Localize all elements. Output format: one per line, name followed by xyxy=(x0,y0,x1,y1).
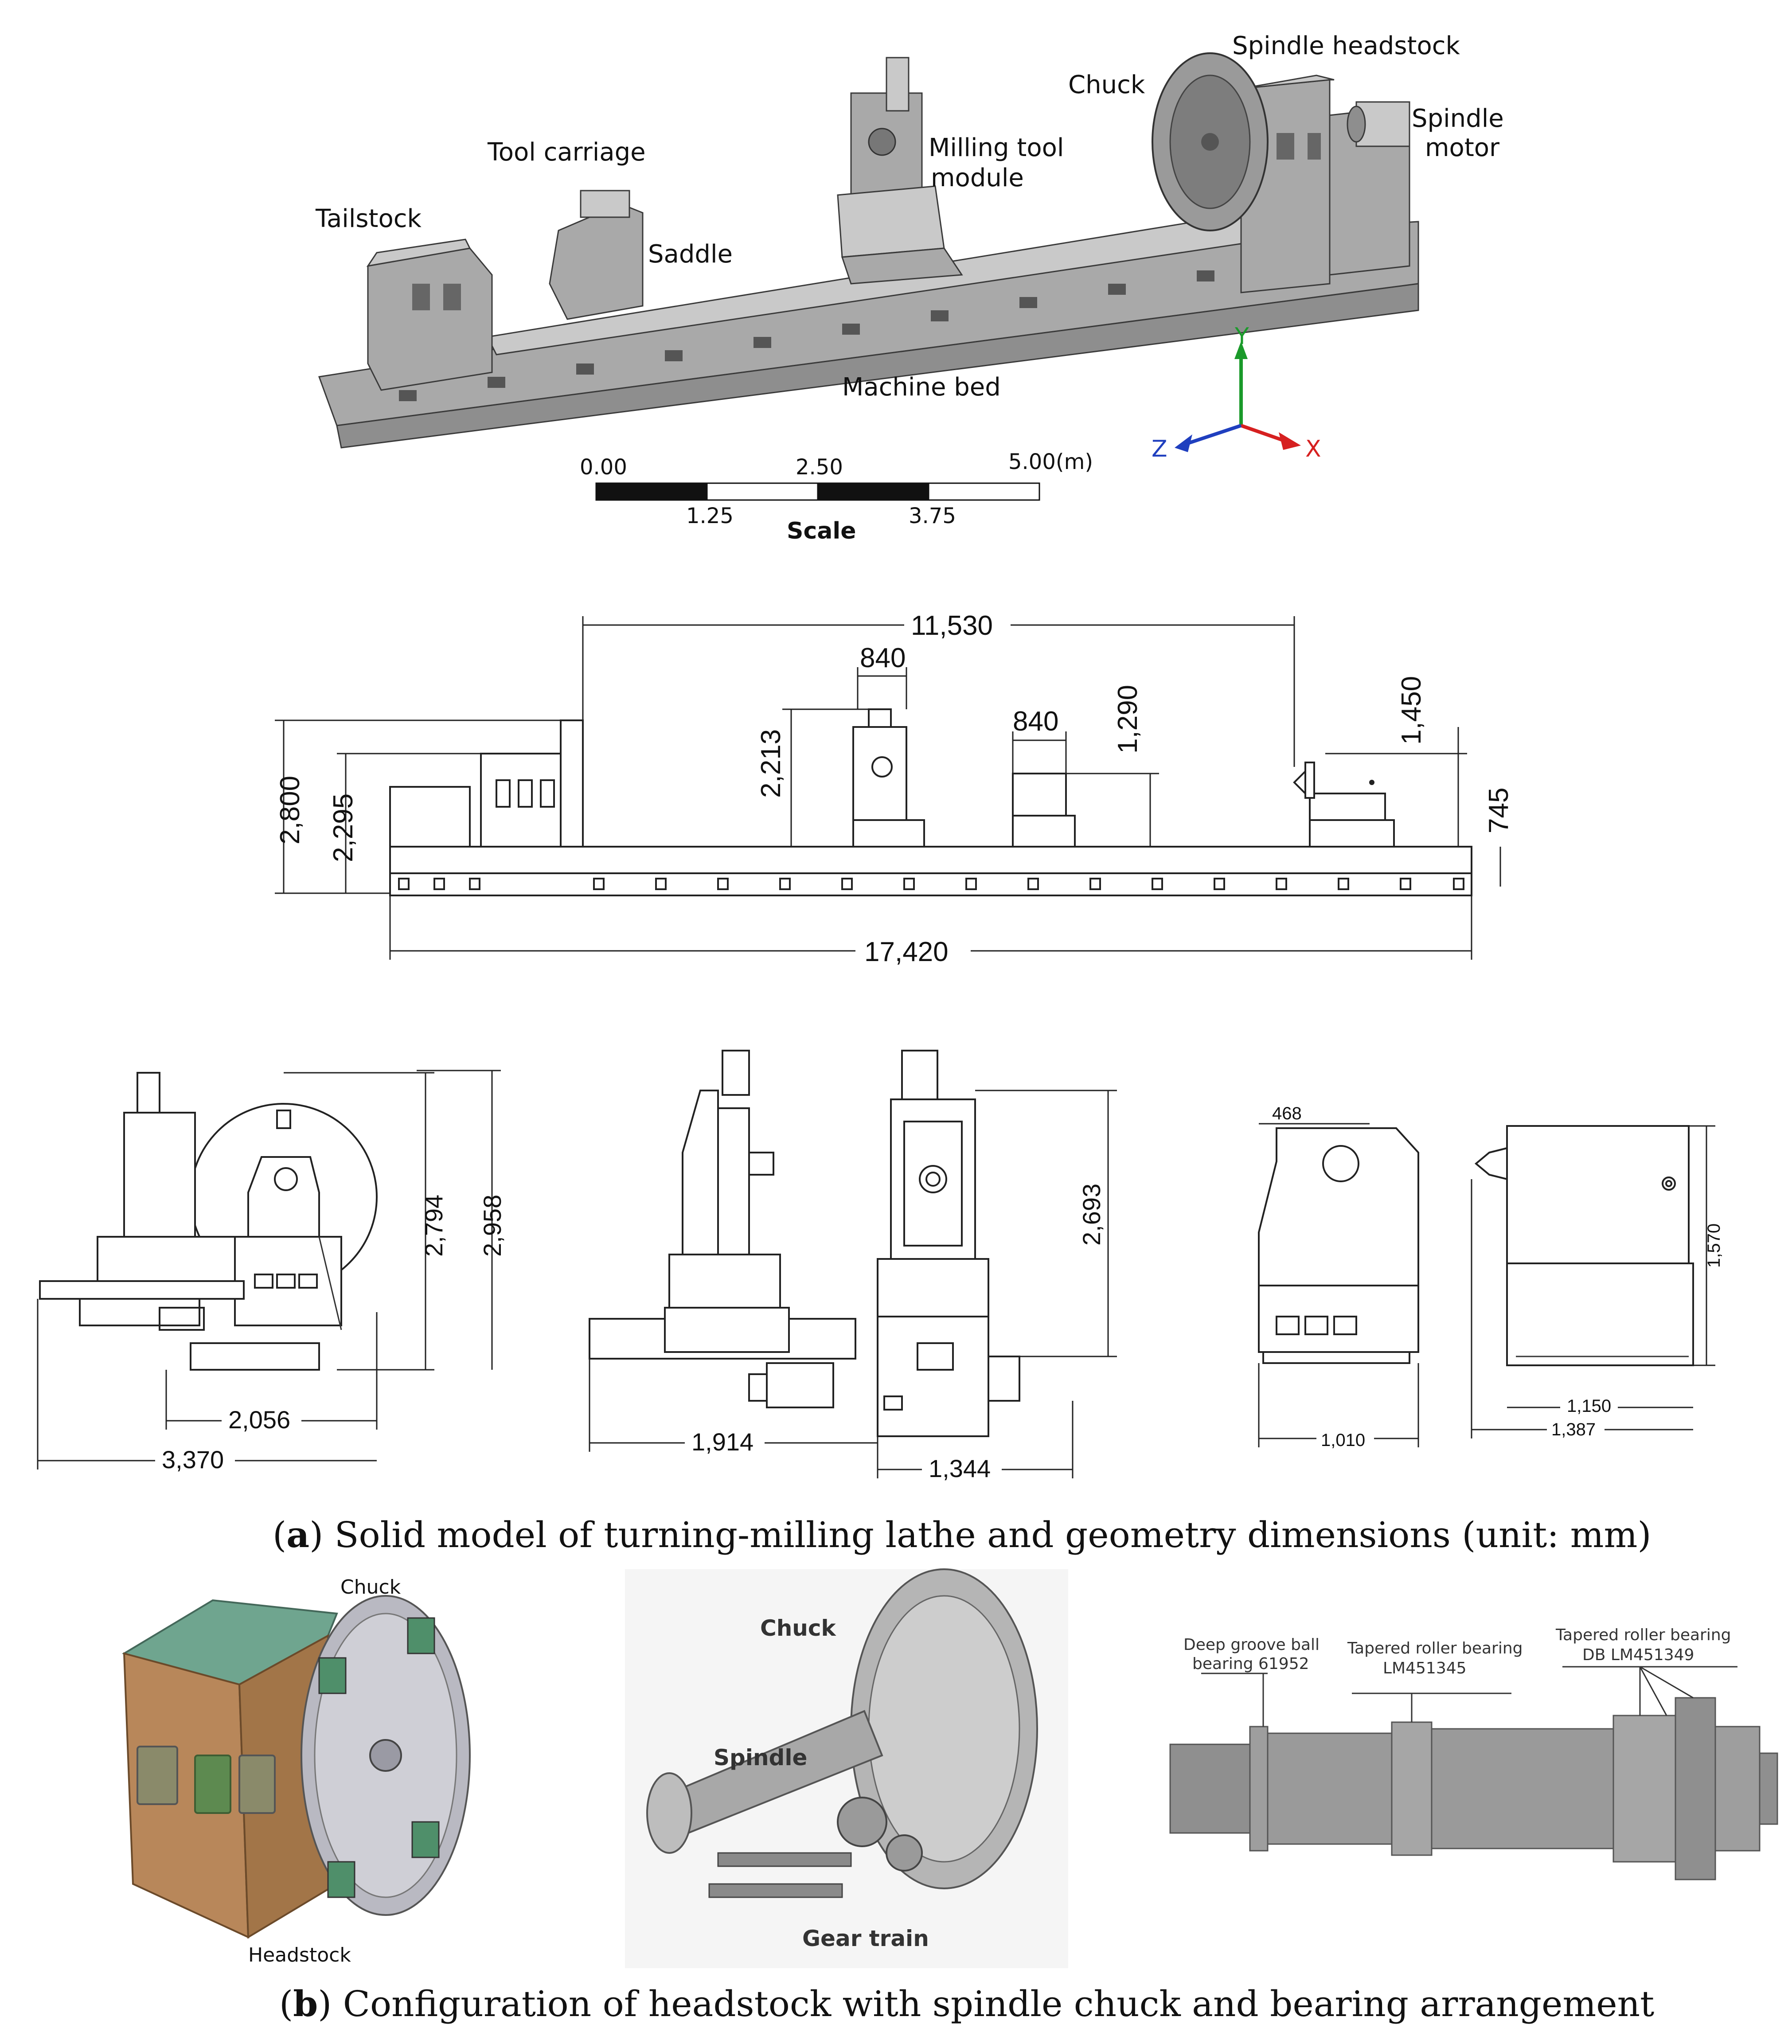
dim-bg-11530 xyxy=(904,610,1011,641)
label-tailstock: Tailstock xyxy=(315,204,422,233)
dim-1344: 1,344 xyxy=(929,1454,991,1482)
label-spindle-motor-line1: Spindle xyxy=(1412,104,1504,133)
scale-title: Scale xyxy=(787,518,856,544)
dim-1150: 1,150 xyxy=(1567,1396,1611,1416)
dim-17420: 17,420 xyxy=(864,937,949,967)
dim-468: 468 xyxy=(1272,1104,1302,1123)
axis-z-label: Z xyxy=(1152,436,1167,462)
scale-tick-5: 5.00(m) xyxy=(1008,449,1093,474)
label-chuck-b1: Chuck xyxy=(340,1576,401,1598)
milling-module-solid xyxy=(837,57,963,285)
caption-b-letter: b xyxy=(293,1983,318,2024)
label-milling-tool-line1: Milling tool xyxy=(929,133,1064,162)
bed-pockets xyxy=(398,878,1464,890)
side-view-dimension-lines xyxy=(275,616,1501,960)
end-view-left-dimensions xyxy=(37,1070,501,1469)
label-bearing2-line2: LM451345 xyxy=(1383,1659,1467,1677)
scale-bar xyxy=(595,482,1040,501)
label-spindle: Spindle xyxy=(714,1745,807,1770)
spindle-bearing-arrangement xyxy=(1169,1666,1778,1880)
dim-2800: 2,800 xyxy=(275,776,305,844)
lathe-solid-model xyxy=(318,52,1419,449)
caption-a-text: ) Solid model of turning-milling lathe a… xyxy=(309,1514,1651,1555)
dim-840-carriage: 840 xyxy=(1013,706,1058,737)
dim-1387: 1,387 xyxy=(1551,1420,1596,1439)
dim-2693: 2,693 xyxy=(1078,1184,1105,1246)
dim-840-milling: 840 xyxy=(860,643,906,673)
dim-1914: 1,914 xyxy=(691,1428,753,1456)
dim-2295: 2,295 xyxy=(328,793,359,862)
spindle-gear-model xyxy=(625,1568,1068,1968)
label-bearing1-line2: bearing 61952 xyxy=(1192,1655,1309,1673)
label-chuck: Chuck xyxy=(1068,70,1145,99)
caption-a-letter: a xyxy=(286,1514,309,1555)
axis-y-label: Y xyxy=(1234,323,1249,350)
dim-bg-1344 xyxy=(922,1455,1002,1482)
label-bearing3-line1: Tapered roller bearing xyxy=(1555,1626,1731,1644)
label-headstock: Headstock xyxy=(248,1944,351,1966)
label-gear-train: Gear train xyxy=(802,1926,929,1951)
dim-3370: 3,370 xyxy=(162,1446,224,1473)
caption-b: (b) Configuration of headstock with spin… xyxy=(279,1983,1654,2024)
dim-2958: 2,958 xyxy=(478,1195,506,1257)
scale-tick-1.25: 1.25 xyxy=(686,504,734,528)
dim-11530: 11,530 xyxy=(911,610,993,641)
dim-bg-2056 xyxy=(222,1405,301,1433)
scale-tick-2.5: 2.50 xyxy=(796,455,843,480)
coordinate-axes: Y X Z xyxy=(1152,323,1321,462)
axis-x-label: X xyxy=(1305,436,1321,462)
tailstock-solid xyxy=(366,238,493,391)
scale-tick-3.75: 3.75 xyxy=(909,504,956,528)
scale-tick-0: 0.00 xyxy=(580,455,627,480)
side-view-drawing xyxy=(389,708,1472,896)
label-tool-carriage: Tool carriage xyxy=(487,138,646,167)
end-view-middle xyxy=(589,1050,1020,1437)
dim-bg-1387 xyxy=(1547,1418,1605,1440)
dim-1290: 1,290 xyxy=(1113,685,1143,754)
caption-b-text: ) Configuration of headstock with spindl… xyxy=(318,1983,1654,2024)
label-bearing3-line2: DB LM451349 xyxy=(1582,1646,1694,1664)
tool-carriage-solid xyxy=(549,190,644,320)
dim-1450: 1,450 xyxy=(1396,676,1427,745)
label-spindle-headstock: Spindle headstock xyxy=(1232,31,1460,60)
label-machine-bed: Machine bed xyxy=(842,373,1001,402)
dim-bg-1150 xyxy=(1560,1392,1618,1414)
dim-2794: 2,794 xyxy=(420,1195,448,1257)
end-view-right xyxy=(1258,1125,1694,1366)
dim-bg-1914 xyxy=(685,1427,765,1455)
dim-745: 745 xyxy=(1484,788,1514,833)
label-spindle-motor-line2: motor xyxy=(1425,133,1500,162)
dim-bg-1010 xyxy=(1316,1430,1374,1452)
dim-2056: 2,056 xyxy=(228,1406,290,1434)
label-saddle: Saddle xyxy=(648,240,733,269)
label-bearing1-line1: Deep groove ball xyxy=(1183,1636,1320,1654)
dim-2213: 2,213 xyxy=(756,729,786,798)
label-milling-tool-line2: module xyxy=(931,164,1024,192)
label-bearing2-line1: Tapered roller bearing xyxy=(1347,1639,1523,1657)
headstock-color-model xyxy=(121,1595,471,1939)
headstock-solid xyxy=(1152,52,1410,293)
dim-1570: 1,570 xyxy=(1704,1223,1724,1268)
bed-slots xyxy=(399,270,1214,401)
end-view-left xyxy=(39,1072,378,1371)
dim-bg-3370 xyxy=(155,1446,235,1473)
caption-a: (a) Solid model of turning-milling lathe… xyxy=(273,1514,1651,1555)
dim-bg-17420 xyxy=(855,935,971,966)
label-chuck-b2: Chuck xyxy=(760,1615,837,1641)
dim-1010: 1,010 xyxy=(1321,1430,1365,1450)
